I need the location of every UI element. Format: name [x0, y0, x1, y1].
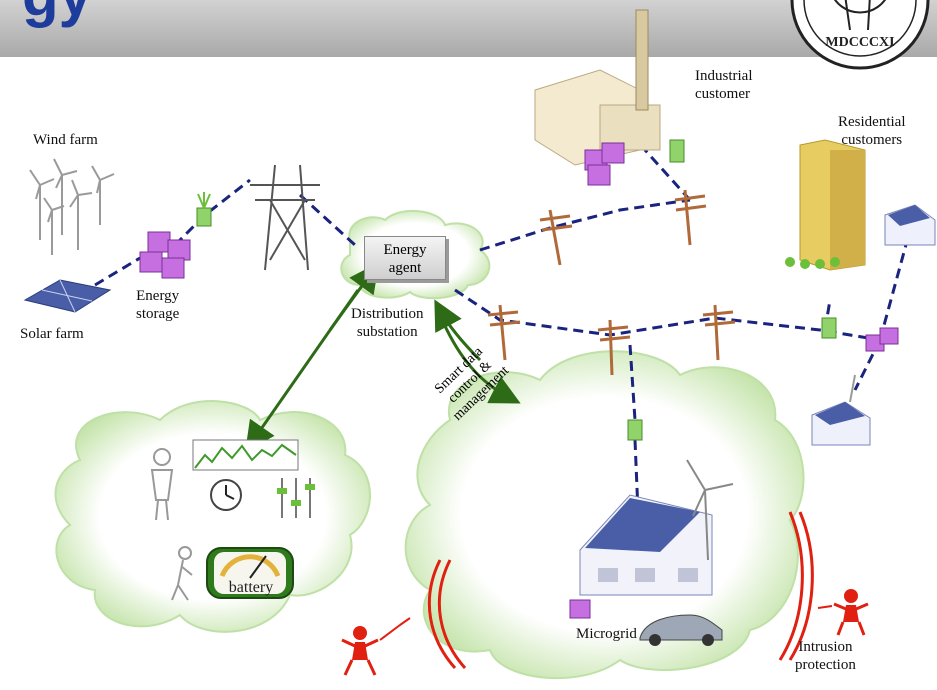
- microgrid-label: Microgrid: [576, 626, 637, 642]
- microgrid-house-icon: [579, 494, 713, 596]
- residential-sensor-icon: [627, 317, 837, 441]
- residential-customers-label-line2: customers: [841, 132, 903, 148]
- seal-text: MDCCCXI: [825, 35, 894, 50]
- industrial-plant-icon: [534, 9, 685, 186]
- header-title: gy: [22, 0, 92, 29]
- clock-icon: [210, 479, 242, 511]
- energy-agent-label-line2: agent: [388, 260, 422, 276]
- header-bar: gy: [0, 0, 937, 57]
- wind-farm-label: Wind farm: [33, 132, 98, 148]
- load-profile-chart: [192, 439, 299, 471]
- university-seal: MDCCCXI: [790, 0, 930, 70]
- electric-car-icon: [639, 614, 723, 646]
- residential-tower-icon: [785, 139, 866, 271]
- intrusion-protection-label-line2: protection: [795, 657, 856, 673]
- industrial-customer-label-line2: customer: [695, 86, 750, 102]
- distribution-substation-label-line2: substation: [356, 324, 418, 340]
- walking-person-icon: [171, 546, 193, 601]
- wind-farm-icon: [29, 158, 115, 255]
- industrial-customer-label: Industrial customer: [695, 67, 753, 103]
- utility-poles: [487, 189, 736, 376]
- intruder-icon-right: [817, 589, 869, 636]
- house-icon-right: [884, 204, 936, 246]
- microgrid-storage-icon: [569, 599, 591, 619]
- transmission-tower-icon: [250, 164, 320, 271]
- intrusion-shield-right: [778, 511, 814, 661]
- energy-storage-icon: [139, 231, 191, 279]
- energy-agent-box: Energy agent: [364, 236, 446, 280]
- industrial-customer-label-line1: Industrial: [695, 68, 753, 84]
- residential-customers-label: Residential customers: [838, 113, 906, 149]
- solar-farm-label: Solar farm: [20, 326, 84, 342]
- energy-storage-label: Energy storage: [136, 287, 179, 323]
- slider-controls-icon: [277, 478, 315, 518]
- battery-label: battery: [228, 579, 274, 596]
- distribution-substation-label-line1: Distribution: [351, 306, 424, 322]
- energy-agent-label-line1: Energy: [383, 242, 427, 258]
- residential-storage-icon: [865, 327, 899, 352]
- microgrid-turbine-icon: [686, 459, 734, 561]
- intruder-icon-left: [341, 617, 411, 676]
- control-arrows: [245, 262, 521, 452]
- energy-storage-label-line2: storage: [136, 306, 180, 322]
- solar-farm-icon: [23, 279, 112, 313]
- intrusion-protection-label: Intrusion protection: [795, 638, 856, 674]
- intrusion-protection-label-line1: Intrusion: [798, 639, 853, 655]
- residential-customers-label-line1: Residential: [838, 114, 906, 130]
- sensor-node-icon: [196, 192, 212, 227]
- intrusion-shield-left: [427, 559, 467, 669]
- energy-storage-label-line1: Energy: [136, 288, 180, 304]
- person-icon: [150, 448, 174, 521]
- house-icon-bottom-right: [811, 374, 871, 446]
- distribution-substation-label: Distribution substation: [351, 305, 424, 341]
- home-energy-cloud: [54, 400, 371, 633]
- battery-gauge-icon: [206, 547, 294, 599]
